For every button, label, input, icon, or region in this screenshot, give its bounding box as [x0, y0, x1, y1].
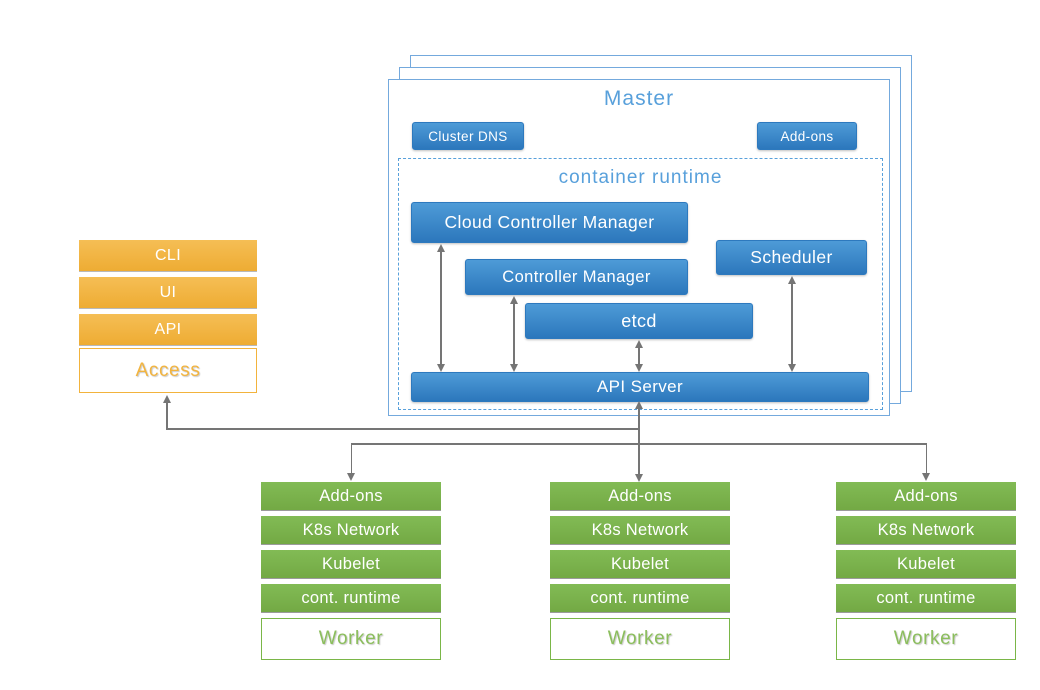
- arrowhead-down-icon: [787, 364, 796, 372]
- worker-1-cont-runtime-box: cont. runtime: [261, 584, 441, 612]
- master-title: Master: [603, 87, 675, 110]
- arrowhead-down-icon: [634, 474, 643, 482]
- worker-2-k8s-network-box: K8s Network: [550, 516, 730, 544]
- arrow-etcd-api-server: [634, 340, 644, 372]
- cli-box: CLI: [79, 240, 257, 271]
- connector-api-server-access-horizontal: [166, 428, 639, 430]
- worker-2-label-box: Worker: [550, 618, 730, 660]
- arrowhead-up-icon: [634, 401, 643, 409]
- master-addons-box: Add-ons: [757, 122, 857, 150]
- arrow-controller-manager-api-server: [509, 296, 519, 372]
- arrowhead-down-icon: [921, 473, 930, 481]
- worker-3-label-box: Worker: [836, 618, 1016, 660]
- arrowhead-down-icon: [346, 473, 355, 481]
- connector-access-vertical: [166, 402, 168, 429]
- arrowhead-down-icon: [509, 364, 518, 372]
- worker-3-addons-box: Add-ons: [836, 482, 1016, 510]
- api-server-box: API Server: [411, 372, 869, 402]
- arrowhead-up-icon: [436, 244, 445, 252]
- arrow-scheduler-api-server: [787, 276, 797, 372]
- connector-worker-3-vertical: [925, 443, 927, 474]
- worker-3-cont-runtime-box: cont. runtime: [836, 584, 1016, 612]
- worker-2-addons-box: Add-ons: [550, 482, 730, 510]
- access-label-box: Access: [79, 348, 257, 393]
- worker-2-kubelet-box: Kubelet: [550, 550, 730, 578]
- cloud-controller-manager-box: Cloud Controller Manager: [411, 202, 688, 243]
- worker-3-k8s-network-box: K8s Network: [836, 516, 1016, 544]
- arrowhead-up-icon: [509, 296, 518, 304]
- connector-worker-1-vertical: [350, 443, 352, 474]
- arrowhead-up-icon: [162, 395, 171, 403]
- container-runtime-title: container runtime: [558, 167, 723, 188]
- worker-1-kubelet-box: Kubelet: [261, 550, 441, 578]
- api-box: API: [79, 314, 257, 345]
- worker-3-kubelet-box: Kubelet: [836, 550, 1016, 578]
- connector-api-server-workers-horizontal: [350, 443, 927, 445]
- controller-manager-box: Controller Manager: [465, 259, 688, 295]
- cluster-dns-box: Cluster DNS: [412, 122, 524, 150]
- ui-box: UI: [79, 277, 257, 308]
- etcd-box: etcd: [525, 303, 753, 339]
- connector-api-server-worker-2: [634, 401, 644, 482]
- worker-1-addons-box: Add-ons: [261, 482, 441, 510]
- worker-2-cont-runtime-box: cont. runtime: [550, 584, 730, 612]
- arrowhead-up-icon: [634, 340, 643, 348]
- worker-1-k8s-network-box: K8s Network: [261, 516, 441, 544]
- arrow-cloud-controller-manager-api-server: [436, 244, 446, 372]
- arrowhead-up-icon: [787, 276, 796, 284]
- arrowhead-down-icon: [436, 364, 445, 372]
- container-runtime-box: [398, 158, 883, 410]
- arrowhead-down-icon: [634, 364, 643, 372]
- worker-1-label-box: Worker: [261, 618, 441, 660]
- scheduler-box: Scheduler: [716, 240, 867, 275]
